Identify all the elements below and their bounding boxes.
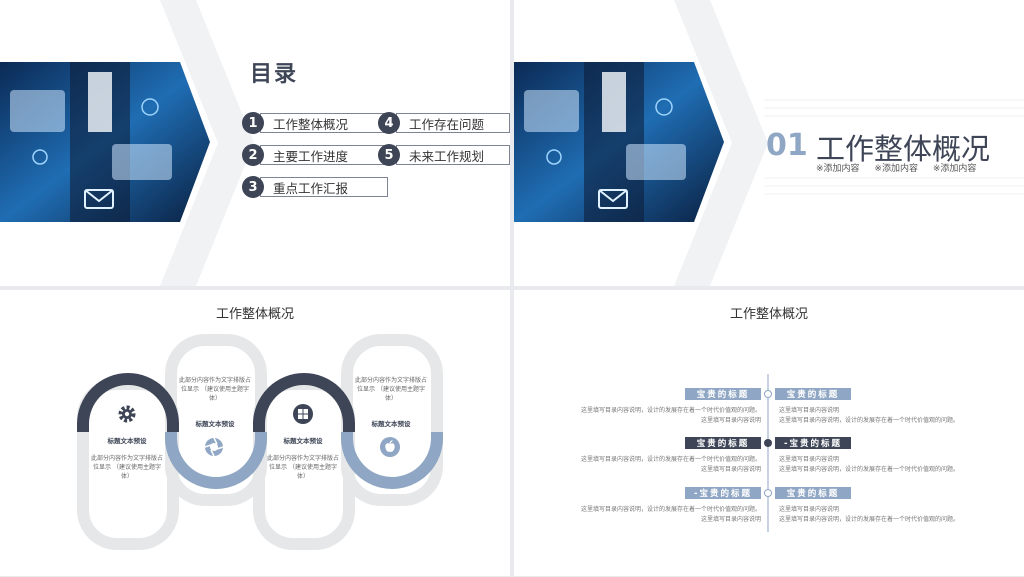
subtitle-item: ※添加内容: [932, 164, 977, 174]
desc-line: 这里填写目录内容说明，设计的发展存在着一个时代价值观的问题。: [580, 407, 761, 414]
toc-number: 2: [242, 144, 264, 166]
desc-line: 这里填写目录内容说明: [700, 515, 761, 523]
timeline-desc: 这里填写目录内容说明 这里填写目录内容说明，设计的发展存在着一个时代价值观的问题…: [779, 406, 994, 425]
aperture-icon: [204, 437, 224, 457]
desc-line: 这里填写目录内容说明，设计的发展存在着一个时代价值观的问题。: [779, 416, 960, 424]
toc-label: 未来工作规划: [396, 145, 510, 165]
subtitle-item: ※添加内容: [816, 164, 860, 174]
block-text: 此部分内容作为文字排版占位显示 （建议使用主题字体）: [178, 377, 251, 402]
desc-line: 这里填写目录内容说明: [779, 506, 840, 513]
block-title: 标题文本预设: [195, 420, 235, 428]
block-text: 此部分内容作为文字排版占位显示 （建议使用主题字体）: [266, 455, 339, 480]
toc-label: 工作存在问题: [396, 113, 510, 133]
timeline-label-left-3: -宝贵的标题: [685, 487, 761, 499]
slide-toc[interactable]: 目录 1 工作整体概况 2 主要工作进度 3 重点工作汇报 4 工作存在问题 5…: [0, 0, 510, 286]
block-title: 标题文本预设: [371, 420, 411, 428]
business-photo: [0, 62, 210, 222]
desc-line: 这里填写目录内容说明，设计的发展存在着一个时代价值观的问题。: [580, 506, 761, 513]
toc-label: 主要工作进度: [260, 145, 388, 165]
timeline-label-left-2: 宝贵的标题: [685, 437, 761, 449]
gear-icon: [118, 405, 136, 423]
slide-title: 工作整体概况: [215, 307, 294, 322]
toc-item-3[interactable]: 3 重点工作汇报: [242, 176, 388, 198]
block-title: 标题文本预设: [283, 437, 323, 445]
toc-number: 5: [378, 144, 400, 166]
desc-line: 这里填写目录内容说明: [779, 456, 840, 463]
desc-line: 这里填写目录内容说明: [700, 416, 761, 424]
business-photo: [514, 62, 724, 222]
toc-label: 工作整体概况: [260, 113, 388, 133]
toc-number: 1: [242, 112, 264, 134]
chevron-decoration: [160, 0, 254, 286]
chevron-decoration: [674, 0, 1024, 286]
toc-title: 目录: [250, 62, 299, 87]
block-text: 此部分内容作为文字排版占位显示 （建议使用主题字体）: [354, 377, 427, 402]
block-title: 标题文本预设: [107, 437, 147, 445]
capsule-arcs: [77, 373, 443, 489]
toc-item-4[interactable]: 4 工作存在问题: [378, 112, 510, 134]
desc-line: 这里填写目录内容说明，设计的发展存在着一个时代价值观的问题。: [779, 515, 960, 523]
timeline-label-right-1: 宝贵的标题: [775, 388, 851, 400]
section-number: 01: [766, 128, 808, 163]
block-text: 此部分内容作为文字排版占位显示 （建议使用主题字体）: [90, 455, 163, 480]
timeline-label-right-2: -宝贵的标题: [775, 437, 851, 449]
slide-capsule-overview[interactable]: 工作整体概况 标题文本预设 此部分内容作为文字排版占位显示 （建议使用主题字体）…: [0, 290, 510, 576]
toc-number: 4: [378, 112, 400, 134]
slide-title: 工作整体概况: [729, 307, 808, 322]
timeline-axis: [764, 374, 772, 532]
subtitle-item: ※添加内容: [874, 164, 918, 174]
timeline-desc: 这里填写目录内容说明 这里填写目录内容说明，设计的发展存在着一个时代价值观的问题…: [779, 455, 994, 474]
apple-icon: [380, 437, 400, 457]
desc-line: 这里填写目录内容说明: [700, 465, 761, 473]
toc-item-2[interactable]: 2 主要工作进度: [242, 144, 388, 166]
desc-line: 这里填写目录内容说明，设计的发展存在着一个时代价值观的问题。: [779, 465, 960, 473]
slide-timeline[interactable]: 工作整体概况 宝贵的标题 这里填写目录内容说明，设计的发展存在着一个时代价值观的…: [514, 290, 1024, 576]
toc-number: 3: [242, 176, 264, 198]
toc-item-5[interactable]: 5 未来工作规划: [378, 144, 510, 166]
toc-label: 重点工作汇报: [260, 177, 388, 197]
timeline-label-right-3: 宝贵的标题: [775, 487, 851, 499]
toc-item-1[interactable]: 1 工作整体概况: [242, 112, 388, 134]
timeline-label-left-1: 宝贵的标题: [685, 388, 761, 400]
timeline-desc: 这里填写目录内容说明，设计的发展存在着一个时代价值观的问题。 这里填写目录内容说…: [554, 406, 761, 425]
section-subtitles: ※添加内容 ※添加内容 ※添加内容: [816, 161, 988, 174]
desc-line: 这里填写目录内容说明: [779, 407, 840, 414]
windows-icon: [293, 404, 313, 424]
timeline-desc: 这里填写目录内容说明，设计的发展存在着一个时代价值观的问题。 这里填写目录内容说…: [554, 455, 761, 474]
timeline-desc: 这里填写目录内容说明，设计的发展存在着一个时代价值观的问题。 这里填写目录内容说…: [554, 505, 761, 524]
section-title: 工作整体概况: [816, 132, 991, 166]
slide-section-title[interactable]: 01 工作整体概况 ※添加内容 ※添加内容 ※添加内容: [514, 0, 1024, 286]
timeline-desc: 这里填写目录内容说明 这里填写目录内容说明，设计的发展存在着一个时代价值观的问题…: [779, 505, 994, 524]
desc-line: 这里填写目录内容说明，设计的发展存在着一个时代价值观的问题。: [580, 456, 761, 463]
